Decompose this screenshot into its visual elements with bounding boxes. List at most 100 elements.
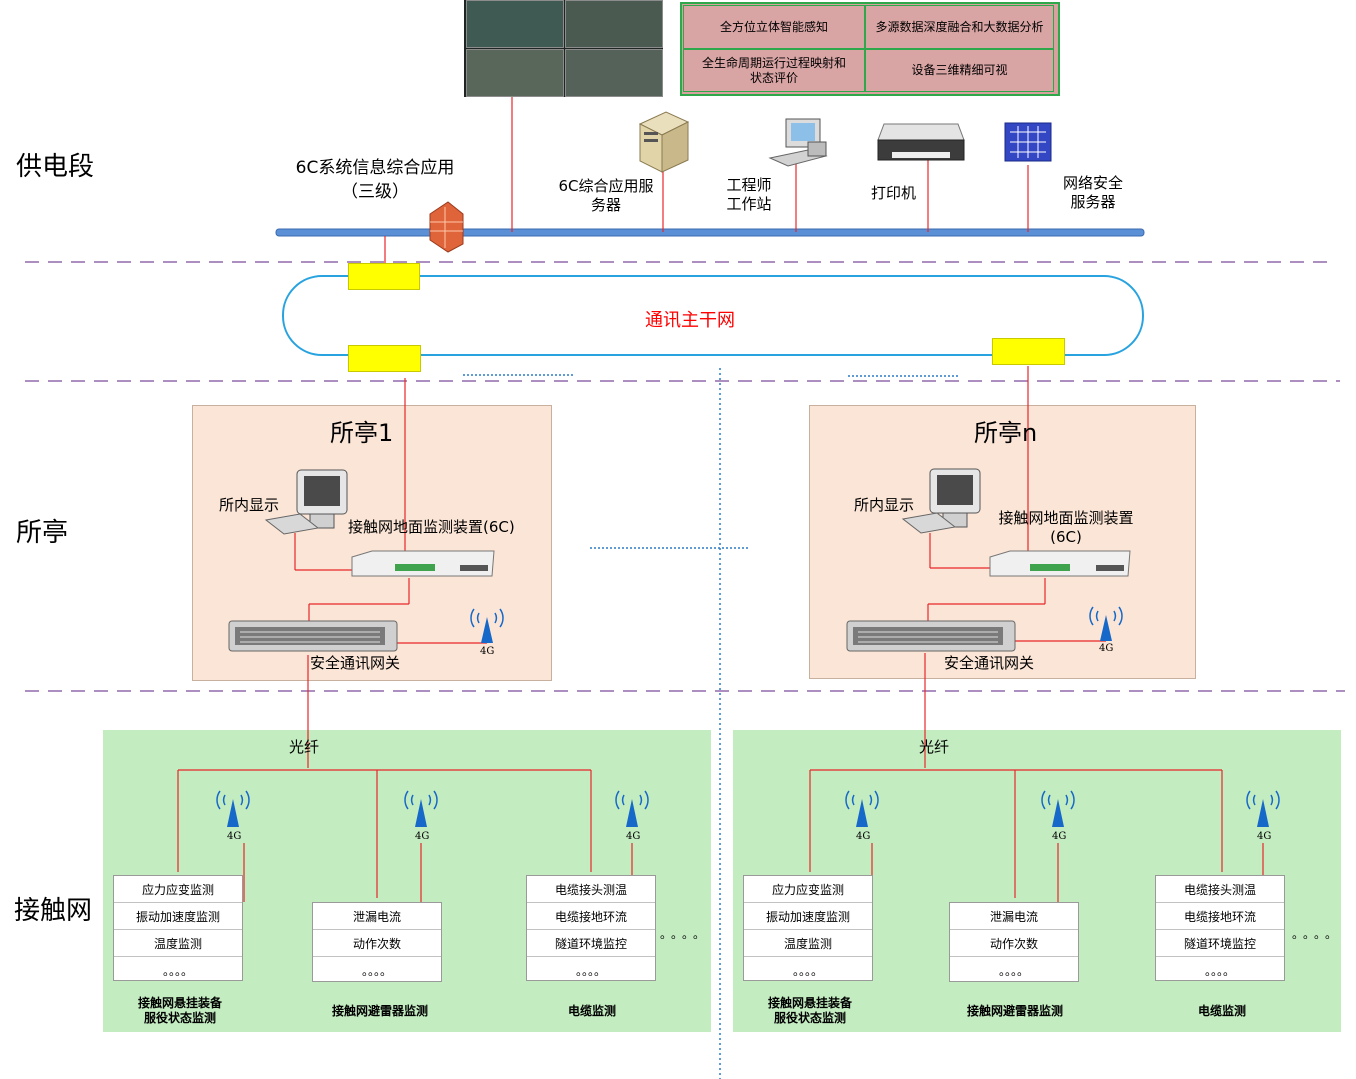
feature-grid: 全方位立体智能感知 多源数据深度融合和大数据分析 全生命周期运行过程映射和状态评… [680, 2, 1060, 96]
card-row: 。。。。 [361, 963, 392, 978]
card-row: 隧道环境监控 [1156, 930, 1284, 957]
camera-feed [466, 0, 564, 48]
caption-line: 接触网悬挂装备 [767, 996, 852, 1010]
card-row: 电缆接地环流 [1156, 903, 1284, 930]
station-1-4g-label: 4G [480, 646, 495, 657]
antenna-4g-icon [615, 790, 649, 827]
monitor-card-catenary: 应力应变监测 振动加速度监测 温度监测 。。。。 [743, 875, 873, 981]
caption-line: 接触网悬挂装备 [137, 996, 222, 1010]
zone-label-contact: 接触网 [14, 896, 93, 926]
zone-label-supply: 供电段 [16, 152, 95, 182]
station-1-display-label: 所内显示 [219, 496, 280, 514]
video-surveillance-grid [464, 0, 663, 97]
4g-label: 4G [227, 831, 242, 842]
monitor-card-catenary: 应力应变监测 振动加速度监测 温度监测 。。。。 [113, 875, 243, 981]
card-row: 。。。。 [998, 963, 1029, 978]
backbone-label: 通讯主干网 [645, 310, 735, 331]
gateway-n-icon [846, 620, 1016, 652]
card-row: 。。。。 [1204, 963, 1235, 978]
backbone-node [348, 263, 420, 290]
camera-feed [565, 0, 663, 48]
display-monitor-1-icon [264, 469, 348, 535]
firewall-icon [429, 201, 464, 253]
antenna-4g-icon [216, 790, 250, 827]
4g-label: 4G [1257, 831, 1272, 842]
more-ellipsis: 。。。。 [1292, 927, 1343, 941]
workstation-label: 工程师工作站 [726, 176, 772, 213]
4g-label: 4G [626, 831, 641, 842]
server-icon [638, 111, 690, 173]
feature-cell: 全方位立体智能感知 [683, 5, 865, 49]
fiber-label-right: 光纤 [919, 738, 950, 756]
card-row: 应力应变监测 [114, 876, 242, 903]
caption-catenary: 接触网悬挂装备 服役状态监测 [100, 996, 260, 1026]
backbone-node [992, 338, 1065, 365]
feature-cell: 多源数据深度融合和大数据分析 [865, 5, 1054, 49]
server-label: 6C综合应用服务器 [558, 177, 654, 214]
caption-cable: 电缆监测 [567, 1004, 616, 1018]
monitor-card-arrester: 泄漏电流 动作次数 。。。。 [949, 902, 1079, 982]
security-server-icon [1004, 122, 1052, 162]
caption-arrester: 接触网避雷器监测 [966, 1004, 1063, 1018]
system-level: （三级） [341, 182, 409, 202]
station-1-title: 所亭1 [330, 419, 394, 447]
card-row: 泄漏电流 [313, 903, 441, 930]
system-name: 6C系统信息综合应用 [295, 158, 455, 178]
card-row: 振动加速度监测 [114, 903, 242, 930]
card-row: 电缆接地环流 [527, 903, 655, 930]
card-row: 电缆接头测温 [1156, 876, 1284, 903]
monitor-card-arrester: 泄漏电流 动作次数 。。。。 [312, 902, 442, 982]
card-row: 应力应变监测 [744, 876, 872, 903]
card-row: 温度监测 [744, 930, 872, 957]
security-server-label: 网络安全服务器 [1062, 174, 1123, 211]
station-n-device-name: 接触网地面监测装置 [998, 509, 1134, 527]
card-row: 泄漏电流 [950, 903, 1078, 930]
card-row: 动作次数 [950, 930, 1078, 957]
4g-label: 4G [415, 831, 430, 842]
antenna-4g-icon [845, 790, 879, 827]
monitor-device-n-icon [989, 550, 1131, 577]
card-row: 动作次数 [313, 930, 441, 957]
station-1-gateway-label: 安全通讯网关 [310, 654, 401, 672]
caption-cable: 电缆监测 [1197, 1004, 1246, 1018]
monitor-card-cable: 电缆接头测温 电缆接地环流 隧道环境监控 。。。。 [1155, 875, 1285, 981]
backbone-node [348, 345, 421, 372]
feature-cell: 设备三维精细可视 [865, 49, 1054, 92]
station-n-4g-label: 4G [1099, 643, 1114, 654]
card-row: 电缆接头测温 [527, 876, 655, 903]
printer-label: 打印机 [871, 184, 917, 202]
monitor-card-cable: 电缆接头测温 电缆接地环流 隧道环境监控 。。。。 [526, 875, 656, 981]
antenna-4g-icon [404, 790, 438, 827]
card-row: 。。。。 [575, 963, 606, 978]
monitor-device-1-icon [351, 550, 495, 577]
gateway-1-icon [228, 620, 398, 652]
card-row: 温度监测 [114, 930, 242, 957]
antenna-4g-icon [1246, 790, 1280, 827]
4g-label: 4G [856, 831, 871, 842]
card-row: 隧道环境监控 [527, 930, 655, 957]
station-n-display-label: 所内显示 [854, 496, 915, 514]
more-ellipsis: 。。。。 [660, 927, 711, 941]
card-row: 。。。。 [162, 963, 193, 978]
antenna-4g-station-n-icon [1089, 606, 1123, 641]
card-row: 。。。。 [792, 963, 823, 978]
caption-arrester: 接触网避雷器监测 [331, 1004, 428, 1018]
caption-catenary: 接触网悬挂装备 服役状态监测 [730, 996, 890, 1026]
feature-cell: 全生命周期运行过程映射和状态评价 [683, 49, 865, 92]
station-n-device-sub: (6C) [1050, 528, 1082, 546]
antenna-4g-icon [1041, 790, 1075, 827]
fiber-label-left: 光纤 [289, 738, 320, 756]
antenna-4g-station-1-icon [470, 608, 504, 643]
display-monitor-n-icon [901, 468, 981, 534]
card-row: 振动加速度监测 [744, 903, 872, 930]
printer-icon [877, 123, 965, 161]
workstation-icon [768, 118, 828, 167]
4g-label: 4G [1052, 831, 1067, 842]
caption-line: 服役状态监测 [773, 1011, 846, 1025]
station-1-device-label: 接触网地面监测装置(6C) [348, 518, 515, 536]
system-label: 6C系统信息综合应用 （三级） [270, 156, 480, 204]
station-n-device-label: 接触网地面监测装置 (6C) [985, 509, 1147, 547]
zone-label-station: 所亭 [16, 518, 69, 548]
station-n-gateway-label: 安全通讯网关 [944, 654, 1035, 672]
